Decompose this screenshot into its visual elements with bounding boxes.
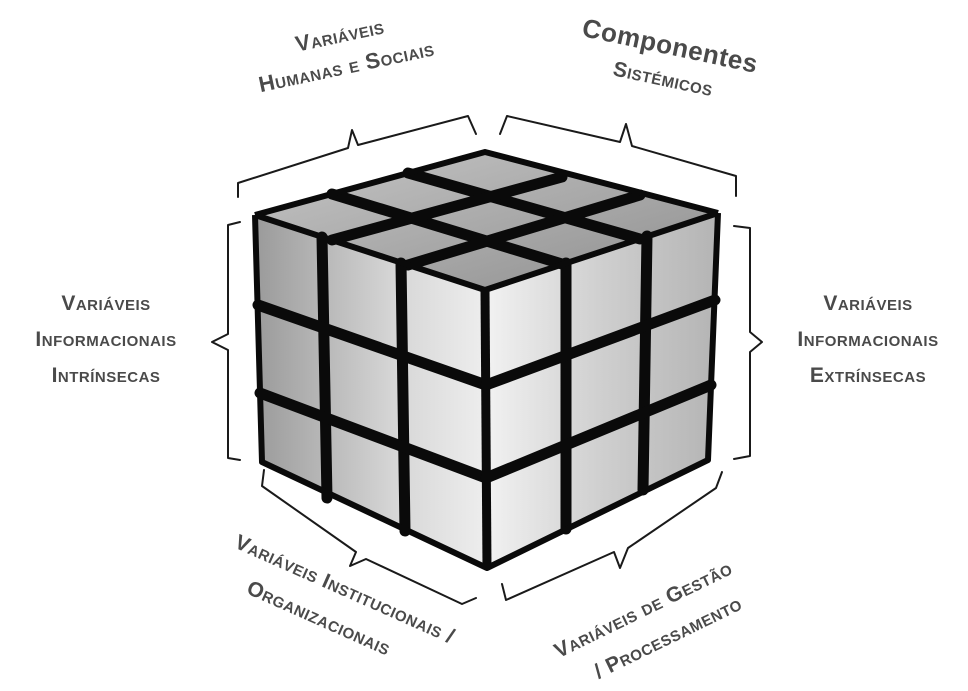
label-left: Variáveis Informacionais Intrínsecas	[35, 292, 176, 387]
cube-top-grid	[326, 167, 646, 271]
bracket-top-left	[237, 115, 477, 198]
label-left-line3: Intrínsecas	[52, 364, 161, 387]
cube-top-face	[255, 152, 718, 290]
cube-left-grid	[252, 231, 492, 537]
rubiks-cube-icon	[252, 149, 721, 571]
cube-right-face	[485, 213, 718, 568]
label-right-line2: Informacionais	[797, 328, 938, 351]
cube-left-face	[255, 215, 487, 568]
bracket-left	[211, 221, 241, 461]
cube-edges	[252, 149, 721, 571]
label-top-right: Componentes Sistémicos	[580, 12, 761, 101]
label-left-line1: Variáveis	[61, 292, 150, 315]
label-left-line2: Informacionais	[35, 328, 176, 351]
bracket-top-right	[499, 115, 737, 197]
bracket-bottom-right	[501, 471, 723, 601]
label-right-line1: Variáveis	[823, 292, 912, 315]
label-bottom-left: Variáveis Institucionais / Organizaciona…	[231, 531, 458, 661]
label-bottom-right: Variáveis de Gestão / Processamento	[551, 557, 746, 684]
bracket-bottom-left	[261, 469, 477, 605]
label-top-left: Variáveis Humanas e Sociais	[256, 13, 436, 97]
label-right: Variáveis Informacionais Extrínsecas	[797, 292, 938, 387]
bracket-right	[733, 225, 763, 460]
label-right-line3: Extrínsecas	[810, 364, 926, 387]
cube-right-grid	[480, 230, 721, 535]
